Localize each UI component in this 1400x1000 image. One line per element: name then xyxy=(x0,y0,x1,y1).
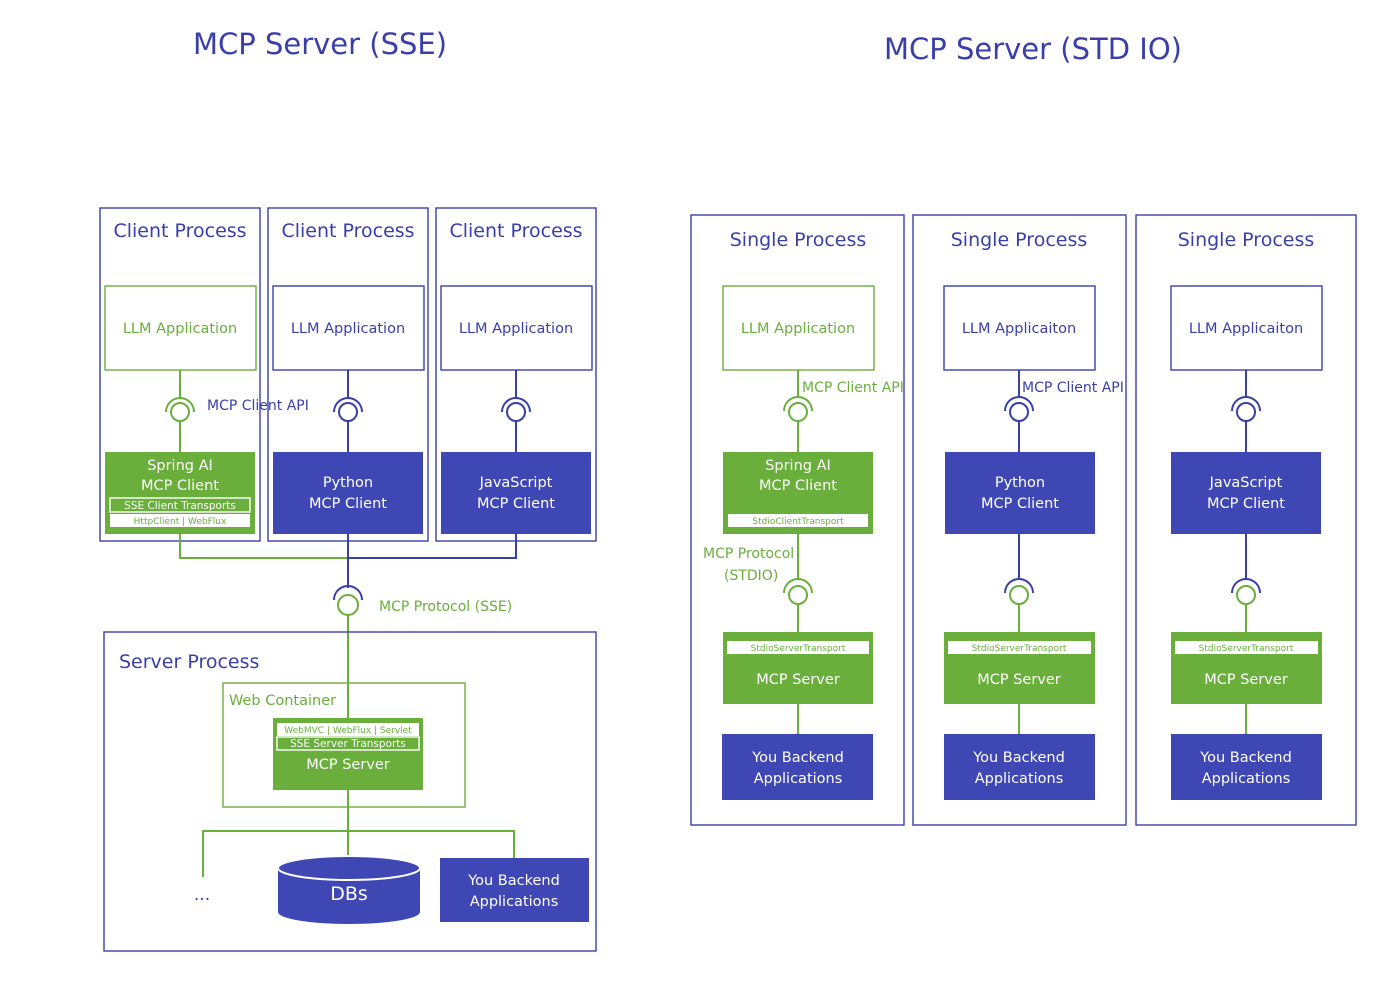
client-process-label-1: Client Process xyxy=(113,220,246,242)
single-process-label-3: Single Process xyxy=(1178,229,1315,251)
stdio-client-transport-label: StdioClientTransport xyxy=(752,517,844,527)
single-process-box-2 xyxy=(912,214,1127,826)
stdio-backend-line2-1: Applications xyxy=(754,771,843,787)
stdio-client-api-label-1: MCP Client API xyxy=(802,380,904,396)
web-container-label: Web Container xyxy=(229,693,336,709)
client-process-label-2: Client Process xyxy=(281,220,414,242)
stdio-backend-line1-1: You Backend xyxy=(751,750,844,766)
llm-app-label-1: LLM Application xyxy=(123,321,237,337)
stdio-protocol-interface-3 xyxy=(1231,534,1261,632)
stdio-client-api-interface-1 xyxy=(783,370,813,452)
stdio-protocol-label-line1: MCP Protocol xyxy=(703,546,794,562)
stdio-protocol-interface-2 xyxy=(1004,534,1034,632)
db-cylinder xyxy=(277,855,421,924)
sse-server-sub-box xyxy=(277,723,419,736)
stdio-javascript-client-box xyxy=(1171,452,1321,534)
spring-ai-client-line1: Spring AI xyxy=(147,458,213,474)
python-client-box xyxy=(273,452,423,534)
sse-client-transport-sub-box xyxy=(110,514,250,527)
sse-title: MCP Server (SSE) xyxy=(193,27,447,61)
web-container-box xyxy=(222,682,466,808)
sse-backend-line2: Applications xyxy=(470,894,559,910)
stdio-server-label-3: MCP Server xyxy=(1204,672,1288,688)
stdio-server-label-2: MCP Server xyxy=(977,672,1061,688)
ellipsis-label: ... xyxy=(194,885,210,905)
client-api-label: MCP Client API xyxy=(207,398,309,414)
stdio-backend-line1-2: You Backend xyxy=(972,750,1065,766)
stdio-client-transport-box xyxy=(728,514,868,527)
stdio-llm-app-label-3: LLM Applicaiton xyxy=(1189,321,1303,337)
single-process-box-3 xyxy=(1135,214,1357,826)
stdio-server-transport-label-2: StdioServerTransport xyxy=(972,644,1067,654)
server-process-label: Server Process xyxy=(119,651,259,673)
sse-backend-bus xyxy=(202,790,515,877)
stdio-client-api-interface-2 xyxy=(1004,370,1034,452)
stdio-protocol-interface-1 xyxy=(783,534,813,632)
llm-app-label-3: LLM Application xyxy=(459,321,573,337)
stdio-backend-box-2 xyxy=(944,734,1095,800)
stdio-spring-client-line1: Spring AI xyxy=(765,458,831,474)
stdio-python-client-line2: MCP Client xyxy=(981,496,1059,512)
spring-ai-client-line2: MCP Client xyxy=(141,478,219,494)
sse-mcp-server-label: MCP Server xyxy=(306,757,390,773)
sse-client-transport-label: SSE Client Transports xyxy=(124,500,236,512)
stdio-server-transport-label-3: StdioServerTransport xyxy=(1199,644,1294,654)
javascript-client-line1: JavaScript xyxy=(479,475,553,491)
stdio-python-client-line1: Python xyxy=(995,475,1045,491)
sse-client-transport-box xyxy=(109,497,251,513)
stdio-backend-line2-2: Applications xyxy=(975,771,1064,787)
stdio-client-api-label-2: MCP Client API xyxy=(1022,380,1124,396)
stdio-server-label-1: MCP Server xyxy=(756,672,840,688)
sse-backend-line1: You Backend xyxy=(467,873,560,889)
single-process-label-1: Single Process xyxy=(730,229,867,251)
stdio-javascript-client-line2: MCP Client xyxy=(1207,496,1285,512)
sse-server-sub-label: WebMVC | WebFlux | Servlet xyxy=(284,726,412,736)
sse-server-transport-label: SSE Server Transports xyxy=(290,738,406,750)
stdio-server-transport-label-1: StdioServerTransport xyxy=(751,644,846,654)
stdio-backend-line2-3: Applications xyxy=(1202,771,1291,787)
stdio-client-api-interface-3 xyxy=(1231,370,1261,452)
sse-server-transport-box xyxy=(276,736,420,751)
stdio-backend-line1-3: You Backend xyxy=(1199,750,1292,766)
sse-client-transport-sub-label: HttpClient | WebFlux xyxy=(134,517,227,527)
llm-app-label-2: LLM Application xyxy=(291,321,405,337)
javascript-client-box xyxy=(441,452,591,534)
stdio-python-client-box xyxy=(945,452,1095,534)
sse-protocol-label: MCP Protocol (SSE) xyxy=(379,599,512,615)
stdio-llm-app-label-1: LLM Application xyxy=(741,321,855,337)
stdio-llm-app-label-2: LLM Applicaiton xyxy=(962,321,1076,337)
single-process-box-1 xyxy=(690,214,905,826)
client-api-interface-1 xyxy=(165,370,195,452)
stdio-spring-client-line2: MCP Client xyxy=(759,478,837,494)
python-client-line2: MCP Client xyxy=(309,496,387,512)
sse-backend-box xyxy=(440,858,589,922)
stdio-server-transport-box-2 xyxy=(948,641,1091,654)
stdio-protocol-label-line2: (STDIO) xyxy=(724,568,778,584)
client-api-interface-2 xyxy=(333,370,363,452)
stdio-backend-box-1 xyxy=(722,734,873,800)
stdio-javascript-client-line1: JavaScript xyxy=(1209,475,1283,491)
javascript-client-line2: MCP Client xyxy=(477,496,555,512)
stdio-backend-box-3 xyxy=(1171,734,1322,800)
db-label: DBs xyxy=(330,883,368,905)
stdio-server-transport-box-3 xyxy=(1175,641,1318,654)
python-client-line1: Python xyxy=(323,475,373,491)
single-process-label-2: Single Process xyxy=(951,229,1088,251)
stdio-server-transport-box-1 xyxy=(727,641,869,654)
stdio-title: MCP Server (STD IO) xyxy=(884,32,1182,66)
client-process-label-3: Client Process xyxy=(449,220,582,242)
client-api-interface-3 xyxy=(501,370,531,452)
server-process-box xyxy=(103,631,597,952)
